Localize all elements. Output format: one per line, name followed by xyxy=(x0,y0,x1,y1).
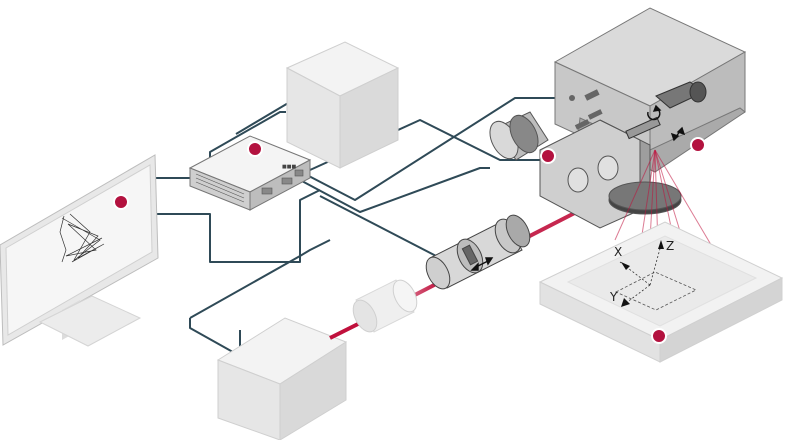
scan-pattern-graphic xyxy=(59,213,105,263)
cable-laser-to-controller xyxy=(189,239,331,357)
svg-text:■■■: ■■■ xyxy=(282,164,296,170)
laser-source xyxy=(216,317,348,440)
cable-controller-scanhead-1 xyxy=(299,167,490,213)
x-axis-label: X xyxy=(614,245,622,259)
hotspot-markers xyxy=(113,137,706,344)
z-axis-label: Z xyxy=(666,239,674,253)
pc-unit xyxy=(285,41,400,169)
z-axis-arrow-icon xyxy=(658,240,664,249)
camera-module xyxy=(625,81,707,140)
adjustment-arrow-icon xyxy=(470,257,494,271)
hotspot-marker-controller[interactable] xyxy=(247,141,263,157)
hotspot-marker-scanhead[interactable] xyxy=(690,137,706,153)
rotation-arrow-icon xyxy=(647,104,686,142)
collimator xyxy=(352,279,418,333)
hotspot-marker-workpiece[interactable] xyxy=(651,328,667,344)
y-axis-arrow-icon xyxy=(621,298,630,307)
housing-ports xyxy=(569,89,603,130)
cable-controller-scanhead-2 xyxy=(304,97,560,201)
x-axis-arrow-icon xyxy=(621,262,630,270)
motor-unit xyxy=(489,111,549,161)
monitor xyxy=(0,154,159,347)
scanhead-lower-unit xyxy=(539,119,682,229)
cable-controller-expander xyxy=(319,195,441,259)
coordinate-axes: X Y Z xyxy=(609,239,674,307)
hotspot-marker-motor[interactable] xyxy=(540,148,556,164)
beam-expander xyxy=(425,214,531,290)
controller-box: ■■■ xyxy=(188,135,312,211)
hotspot-marker-monitor[interactable] xyxy=(113,194,129,210)
monitor-stand xyxy=(38,295,142,347)
cable-monitor-to-back xyxy=(155,189,321,263)
y-axis-label: Y xyxy=(609,290,618,304)
work-plate xyxy=(538,221,784,363)
